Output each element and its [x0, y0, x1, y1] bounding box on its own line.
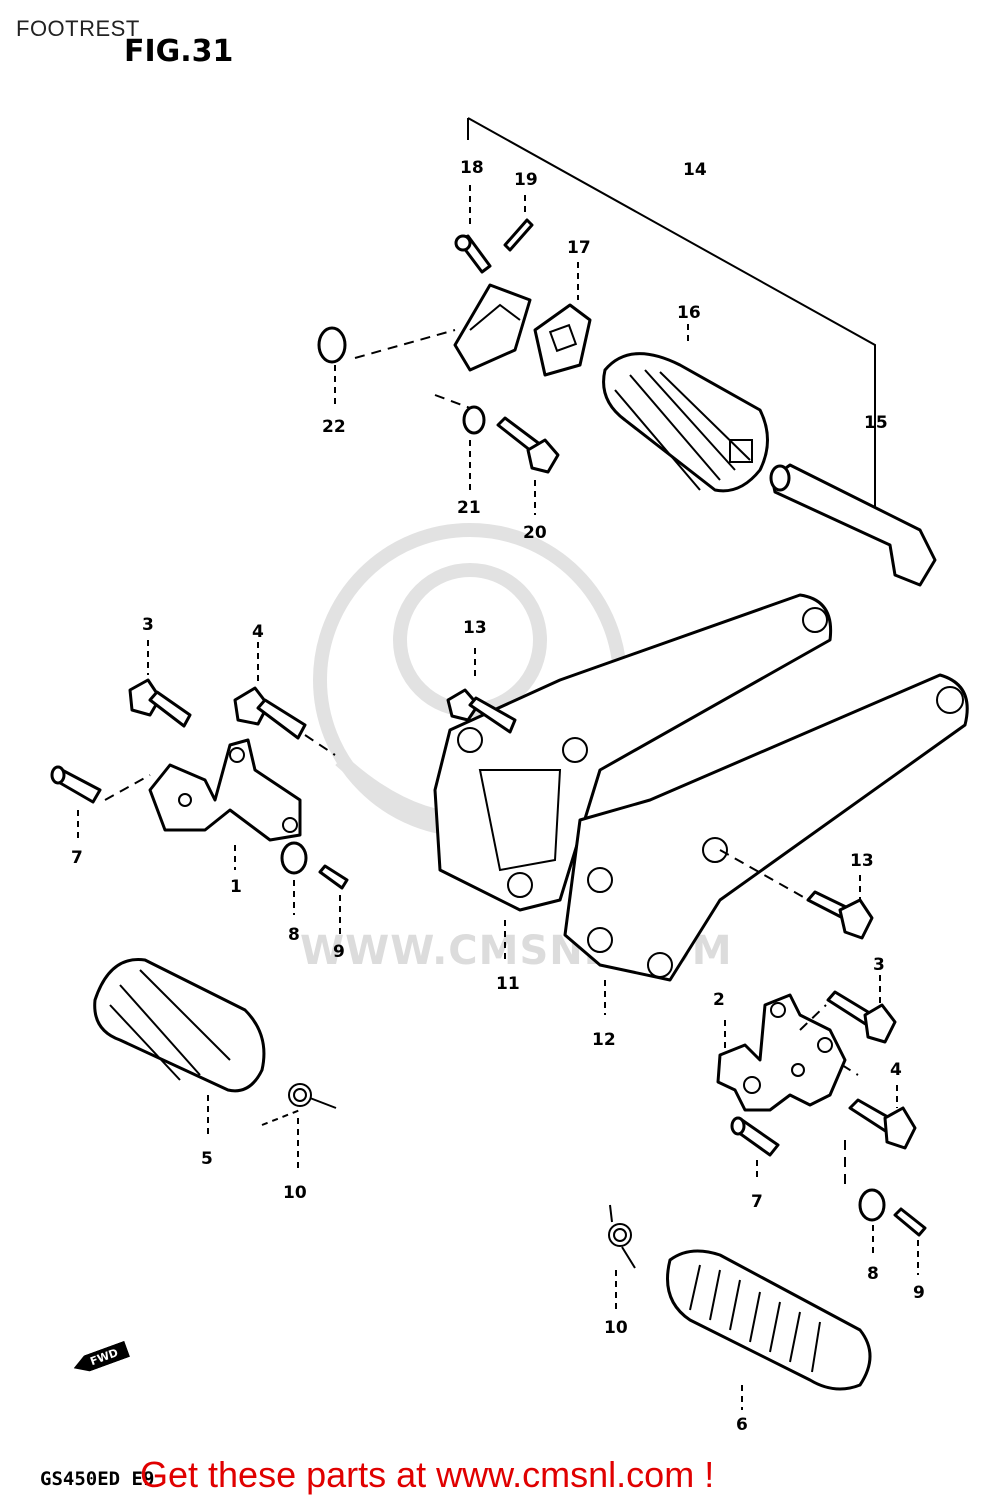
callout-14: 14 — [683, 160, 707, 180]
part-9-cotter-pin-left — [318, 864, 349, 935]
part-17-plate — [533, 262, 592, 377]
callout-5: 5 — [201, 1149, 213, 1169]
callout-9-right: 9 — [913, 1283, 925, 1303]
assembly-bracket-lines — [467, 117, 876, 510]
callout-20: 20 — [523, 523, 547, 543]
part-2-bracket-right — [716, 993, 847, 1112]
part-11-footrest-bracket — [433, 593, 833, 912]
callout-10-left: 10 — [283, 1183, 307, 1203]
part-19-pin — [503, 195, 534, 252]
callout-9-left: 9 — [333, 942, 345, 962]
callout-4-left: 4 — [252, 622, 264, 642]
callout-6: 6 — [736, 1415, 748, 1435]
callout-19: 19 — [514, 170, 538, 190]
part-10-spring-left — [261, 1083, 337, 1170]
callout-10-right: 10 — [604, 1318, 628, 1338]
callout-13-lower: 13 — [850, 851, 874, 871]
callout-3-left: 3 — [142, 615, 154, 635]
callout-21: 21 — [457, 498, 481, 518]
part-3-bolt-right — [799, 975, 897, 1044]
model-code: GS450ED E9 — [40, 1468, 155, 1490]
callout-3-right: 3 — [873, 955, 885, 975]
callout-22: 22 — [322, 417, 346, 437]
part-6-footpeg-rubber — [666, 1249, 872, 1410]
part-20-bolt — [496, 416, 560, 515]
page-title: FOOTREST — [16, 16, 140, 41]
part-13-bolt-lower — [719, 849, 874, 940]
callout-2: 2 — [713, 990, 725, 1010]
part-4-bolt-right — [841, 1064, 917, 1150]
part-8-washer-right — [858, 1188, 886, 1255]
callout-8-right: 8 — [867, 1264, 879, 1284]
callout-1: 1 — [230, 877, 242, 897]
part-21-washer — [434, 394, 486, 490]
part-9-cotter-pin-right — [893, 1207, 927, 1275]
part-15-footrest-pin — [769, 463, 937, 587]
part-22-washer — [317, 326, 456, 405]
part-4-bolt-left — [233, 642, 336, 756]
figure-label: FIG.31 — [124, 34, 234, 69]
callout-12: 12 — [592, 1030, 616, 1050]
part-upper-bracket — [453, 283, 532, 372]
part-13-bolt-upper — [446, 648, 517, 734]
callout-7-right: 7 — [751, 1192, 763, 1212]
callout-16: 16 — [677, 303, 701, 323]
part-8-washer-left — [280, 841, 308, 915]
part-1-bracket-left — [148, 738, 302, 870]
part-10-spring-right — [608, 1204, 636, 1310]
callout-7-left: 7 — [71, 848, 83, 868]
callout-15: 15 — [864, 413, 888, 433]
part-16-footpeg-rubber — [602, 324, 769, 493]
cta-link[interactable]: Get these parts at www.cmsnl.com ! — [140, 1454, 715, 1495]
part-7-pin-left — [50, 765, 151, 840]
part-18-screw — [454, 185, 492, 274]
part-12-footrest-bracket — [563, 673, 969, 982]
callout-labels: 18 19 14 17 16 22 15 21 20 3 4 13 7 1 13… — [71, 158, 925, 1435]
part-3-bolt-left — [128, 640, 192, 728]
callout-18: 18 — [460, 158, 484, 178]
callout-13-upper: 13 — [463, 618, 487, 638]
part-5-footpeg-rubber — [93, 958, 266, 1135]
callout-17: 17 — [567, 238, 591, 258]
callout-11: 11 — [496, 974, 520, 994]
callout-8-left: 8 — [288, 925, 300, 945]
callout-4-right: 4 — [890, 1060, 902, 1080]
part-7-pin-right — [730, 1116, 846, 1190]
